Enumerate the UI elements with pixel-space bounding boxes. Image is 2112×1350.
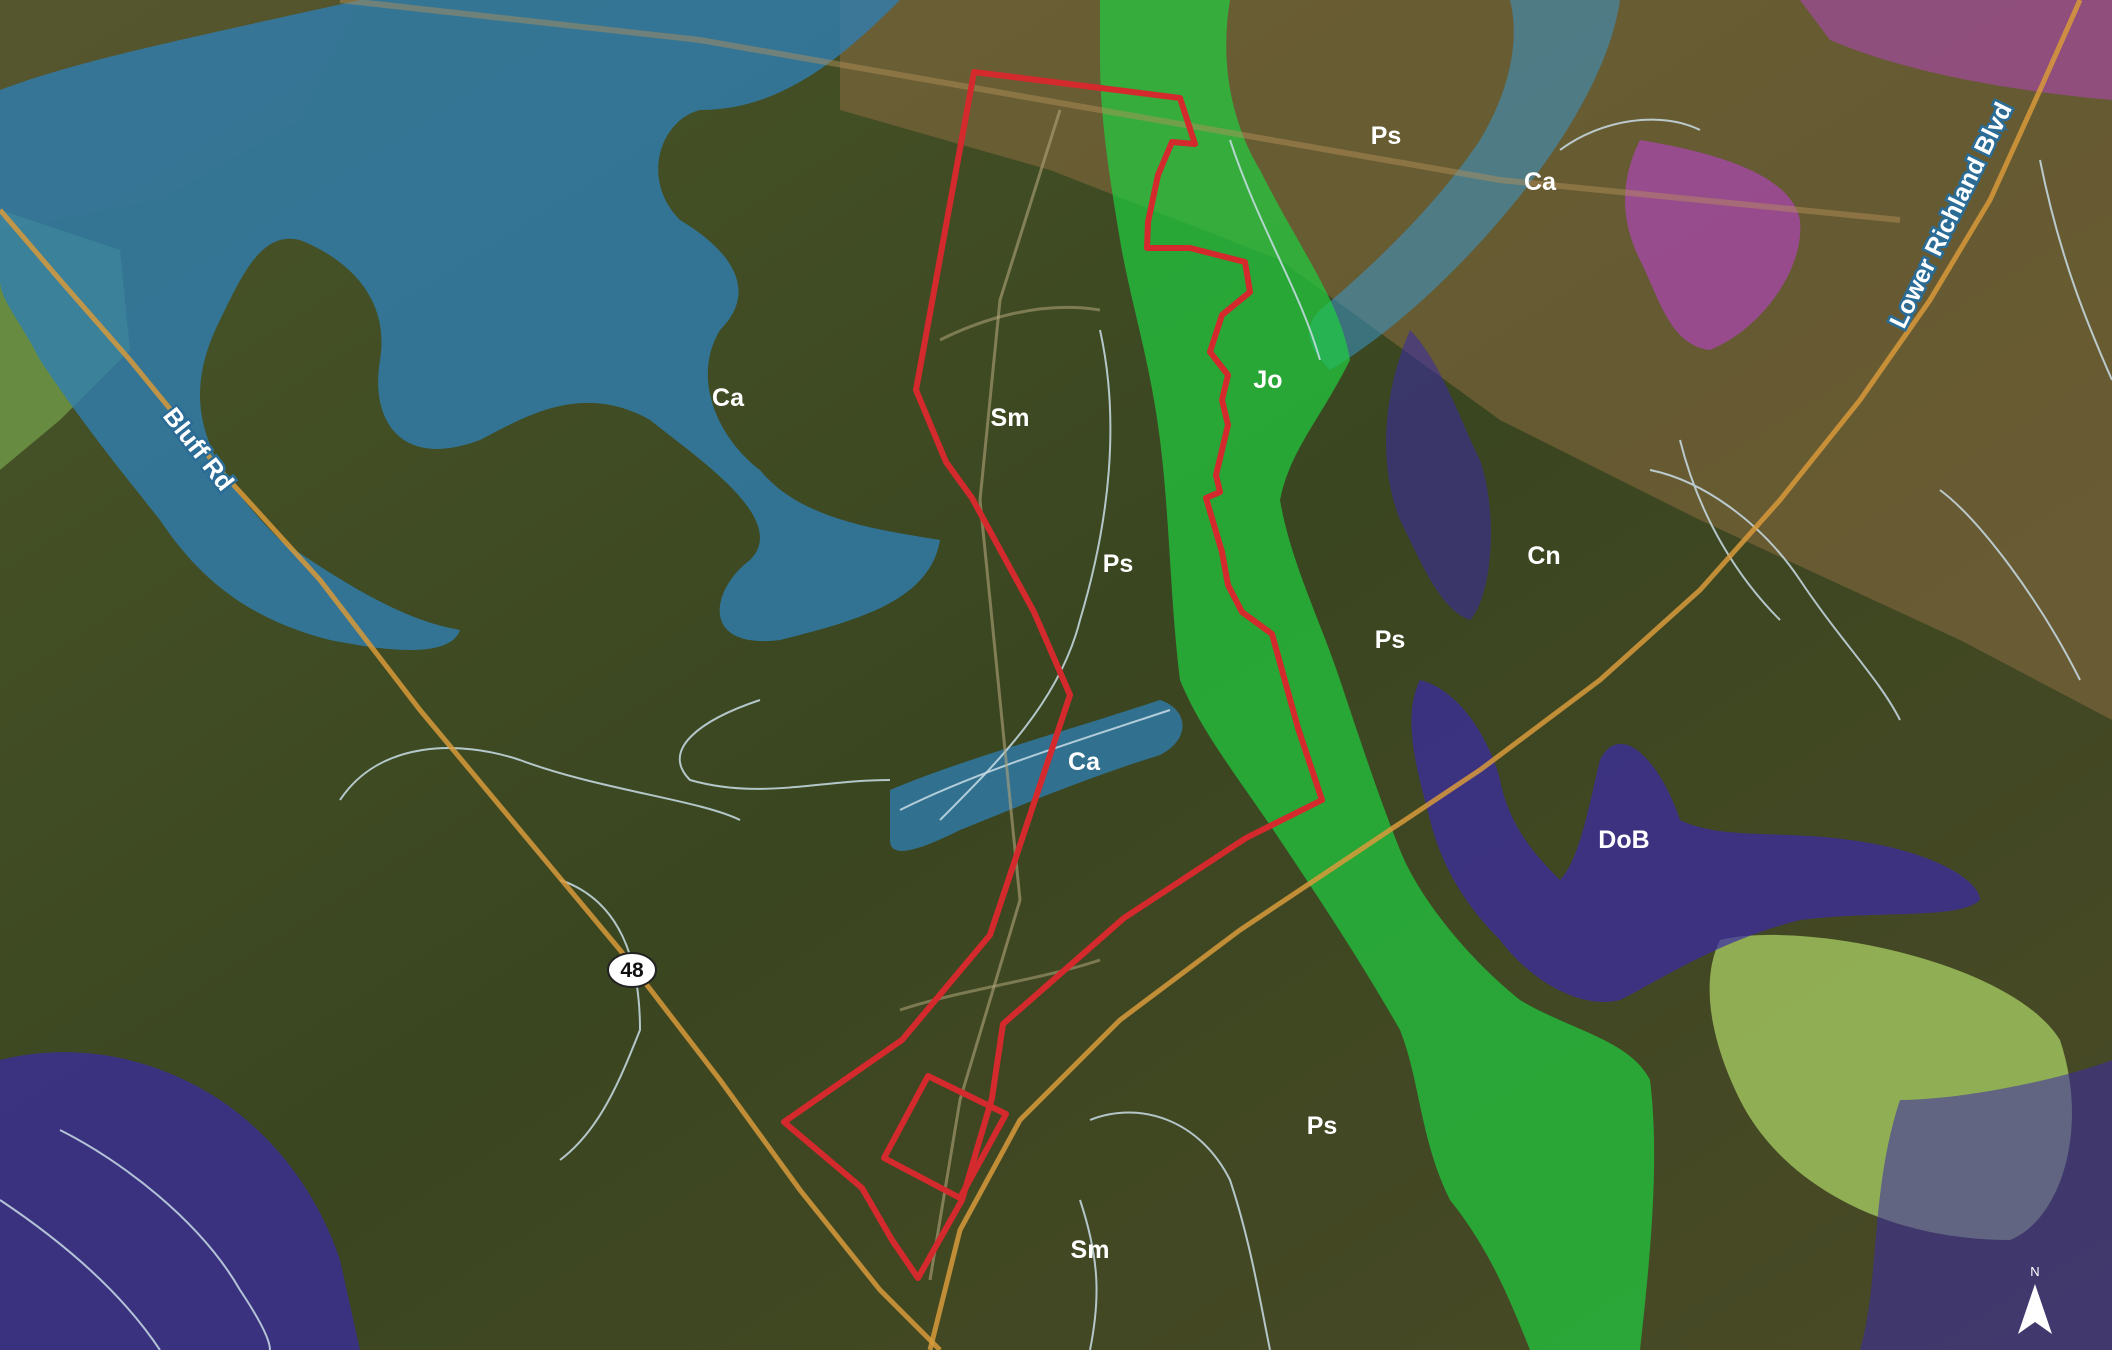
label-dob: DoB — [1598, 826, 1649, 854]
label-ps-top: Ps — [1371, 122, 1402, 150]
soil-outline-5 — [1649, 439, 2081, 721]
property-boundary — [781, 69, 1325, 1281]
soil-outline-1 — [678, 699, 1171, 811]
soil-outline-6 — [0, 1129, 271, 1350]
label-cn: Cn — [1527, 542, 1560, 570]
road-east-west — [339, 0, 1901, 223]
soil-outline-3 — [339, 747, 741, 1161]
label-sm-parcel: Sm — [991, 404, 1030, 432]
soil-zone-dob-cn — [1386, 330, 1491, 620]
road-bluff — [0, 208, 942, 1350]
label-sm-south: Sm — [1071, 1236, 1110, 1264]
soil-zone-jo — [1100, 0, 1655, 1350]
label-jo: Jo — [1253, 366, 1282, 394]
soil-outline-2 — [939, 139, 1321, 821]
soil-zone-dob-se — [1860, 1060, 2112, 1350]
trail-center — [928, 109, 1062, 1281]
soil-zone-ca-ne-band — [1309, 0, 1620, 370]
soil-zone-dob-east — [1411, 680, 1980, 1002]
label-ca-west: Ca — [712, 384, 745, 412]
label-ps-mid: Ps — [1103, 550, 1134, 578]
inner-parcel — [881, 1073, 1009, 1201]
soil-outline-7 — [1559, 118, 2112, 381]
north-arrow: N — [2018, 1264, 2052, 1334]
route-shield-number: 48 — [620, 959, 644, 982]
soil-zone-ca-west — [0, 0, 940, 650]
label-ca-center: Ca — [1068, 748, 1101, 776]
road-lower-richland — [927, 0, 2083, 1350]
soil-zone-dob-sw — [0, 1052, 360, 1350]
north-arrow-icon — [2018, 1284, 2052, 1334]
route-shield-48: 48 — [607, 952, 657, 988]
label-ps-east: Ps — [1375, 626, 1406, 654]
soil-zone-pink-top — [1800, 0, 2112, 100]
north-arrow-label: N — [2030, 1264, 2039, 1279]
soil-zone-ca-center — [890, 700, 1183, 851]
soil-outline-4 — [1079, 1111, 1271, 1350]
label-ps-south: Ps — [1307, 1112, 1338, 1140]
label-ca-ne: Ca — [1524, 168, 1557, 196]
soil-zone-pink-ne — [1625, 140, 1801, 350]
trail-diagonal — [899, 305, 1101, 1012]
